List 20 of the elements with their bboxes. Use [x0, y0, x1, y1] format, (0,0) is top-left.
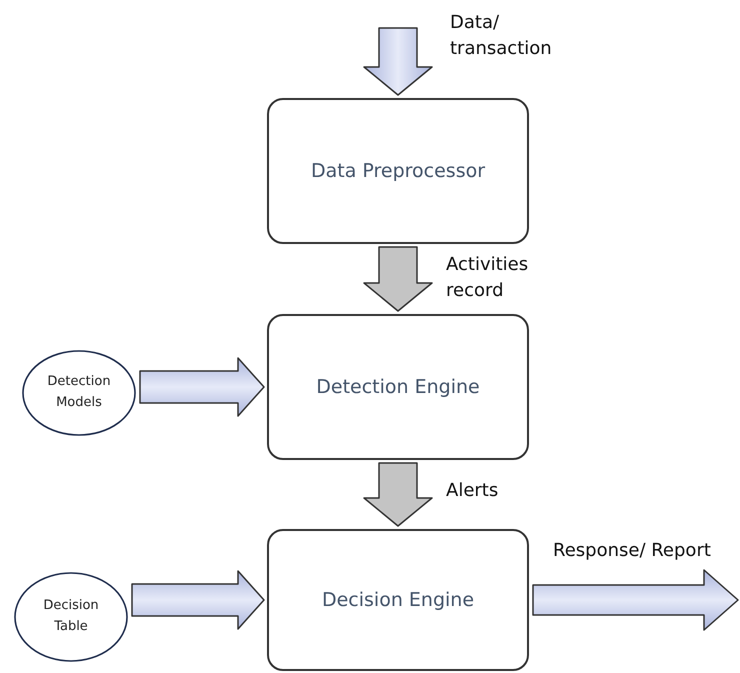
input-ellipse [22, 350, 136, 436]
node-label: Decision Engine [322, 589, 474, 611]
block-arrow [363, 462, 433, 527]
node-label: Detection Models [46, 373, 112, 412]
node-label: Detection Engine [316, 376, 480, 398]
edge-label: Data/ transaction [450, 11, 553, 62]
input-ellipse [14, 572, 128, 662]
node-label: Data Preprocessor [310, 160, 486, 182]
block-arrow [363, 246, 433, 312]
edge-label: Alerts [446, 479, 498, 503]
process-box [267, 529, 529, 671]
process-box [267, 314, 529, 460]
block-arrow [532, 569, 739, 631]
process-box [267, 98, 529, 244]
block-arrow [363, 27, 433, 96]
block-arrow [131, 570, 265, 630]
block-arrow [139, 357, 265, 417]
edge-label: Activities record [446, 253, 530, 304]
node-label: Decision Table [42, 597, 100, 636]
edge-label: Response/ Report [553, 539, 711, 563]
